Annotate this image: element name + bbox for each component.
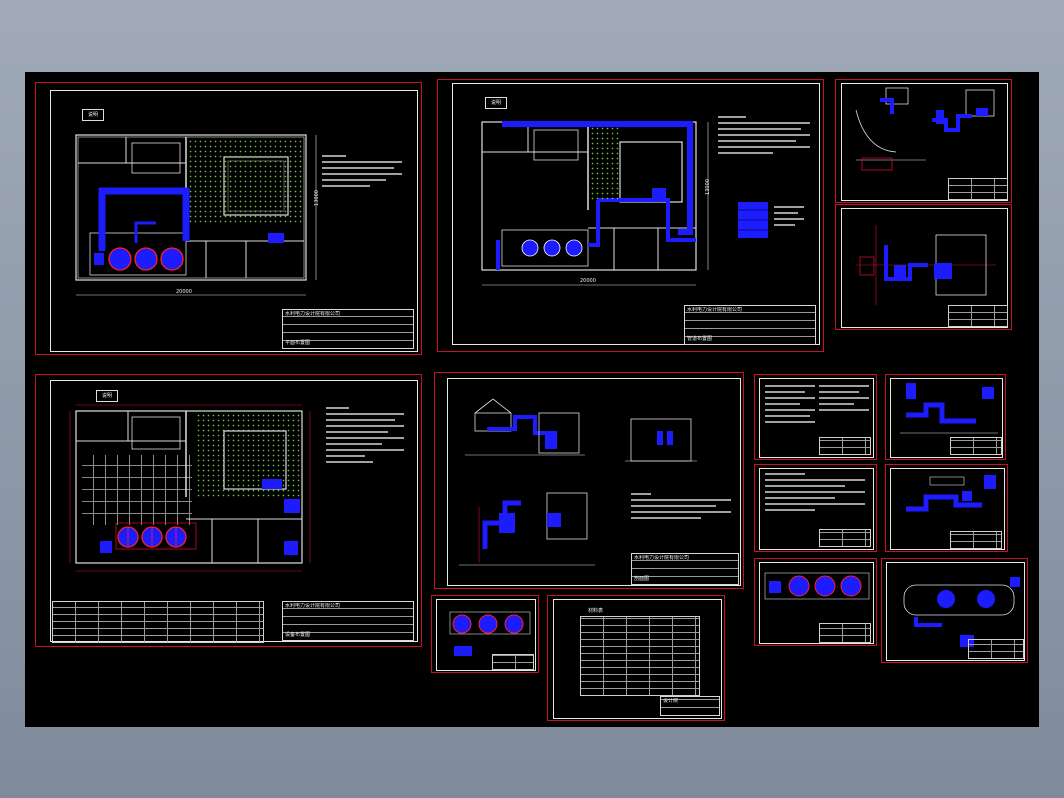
dimension-width: 20000 xyxy=(580,278,596,284)
general-notes xyxy=(718,116,810,158)
title-block: 水利电力设计院有限公司 设备布置图 xyxy=(282,601,414,641)
drawing-sheet-13[interactable] xyxy=(881,558,1028,663)
title-block xyxy=(492,654,534,670)
title-block: 水利电力设计院有限公司 平面布置图 xyxy=(282,309,414,349)
drawing-frame xyxy=(841,83,1008,201)
title-block xyxy=(819,623,871,643)
floor-tiles xyxy=(82,455,192,525)
title-block xyxy=(948,305,1008,327)
section-drawings xyxy=(459,398,697,566)
title-block xyxy=(950,437,1002,455)
drawing-sheet-12[interactable] xyxy=(754,558,877,646)
general-notes xyxy=(326,407,404,467)
drawing-frame xyxy=(447,378,741,586)
general-notes xyxy=(322,155,402,191)
drawing-sheet-6[interactable] xyxy=(835,204,1012,330)
drawing-sheet-11[interactable] xyxy=(885,464,1008,552)
section-notes xyxy=(631,493,731,523)
detail-drawing xyxy=(900,383,998,434)
equipment-plan xyxy=(69,404,311,572)
drawing-frame xyxy=(890,468,1005,550)
grass-area xyxy=(188,139,304,224)
drawing-frame xyxy=(841,208,1008,328)
drawing-sheet-8[interactable] xyxy=(754,374,877,460)
drawing-sheet-1[interactable]: 说明 2000 xyxy=(35,82,422,355)
grass-area xyxy=(590,126,620,202)
dimension-height: 13000 xyxy=(313,190,320,206)
detail-drawing xyxy=(906,475,996,512)
equipment-schedule xyxy=(52,601,264,643)
drawing-sheet-4[interactable]: 水利电力设计院有限公司 剖面图 xyxy=(434,372,744,589)
drawing-frame xyxy=(759,562,874,644)
sheet-tag: 说明 xyxy=(485,97,508,109)
drawing-sheet-3[interactable]: 说明 xyxy=(35,374,422,647)
drawing-sheet-9[interactable] xyxy=(885,374,1006,460)
drawing-frame xyxy=(553,599,722,719)
drawing-sheet-table[interactable]: 材料表 设计院 xyxy=(547,595,725,721)
drawing-sheet-2[interactable]: 说明 20000 xyxy=(437,79,824,352)
title-block: 水利电力设计院有限公司 管道布置图 xyxy=(684,305,816,345)
sheet-tag: 说明 xyxy=(82,109,105,121)
pump-detail xyxy=(764,572,870,600)
pump-detail xyxy=(449,611,531,656)
legend-notes xyxy=(774,206,804,230)
dimension-height: 13000 xyxy=(704,179,711,195)
spec-notes xyxy=(765,473,865,515)
drawing-frame xyxy=(759,468,874,550)
spec-notes xyxy=(765,385,815,427)
dimension-width: 20000 xyxy=(176,289,192,295)
title-block: 水利电力设计院有限公司 剖面图 xyxy=(631,553,739,585)
grass-area xyxy=(196,413,300,497)
title-block xyxy=(968,639,1024,659)
drawing-frame xyxy=(436,599,536,671)
drawing-frame xyxy=(890,378,1003,458)
drawing-sheet-5[interactable] xyxy=(835,79,1012,203)
drawing-sheet-7[interactable] xyxy=(431,595,539,673)
drawing-frame xyxy=(452,83,820,345)
materials-table xyxy=(580,616,700,696)
title-block xyxy=(819,437,871,455)
cad-model-space[interactable]: 说明 2000 xyxy=(25,72,1039,727)
title-block: 设计院 xyxy=(660,696,720,716)
title-block xyxy=(950,531,1002,549)
title-block xyxy=(819,529,871,547)
table-title: 材料表 xyxy=(588,608,604,614)
drawing-frame xyxy=(886,562,1025,661)
title-block xyxy=(948,178,1008,200)
drawing-sheet-10[interactable] xyxy=(754,464,877,552)
drawing-frame xyxy=(759,378,874,458)
sheet-tag: 说明 xyxy=(96,390,119,402)
pipe-plan xyxy=(481,121,768,286)
detail-drawing xyxy=(856,225,996,305)
drawing-frame xyxy=(50,90,418,352)
detail-drawing xyxy=(855,87,995,171)
spec-notes xyxy=(819,385,869,415)
